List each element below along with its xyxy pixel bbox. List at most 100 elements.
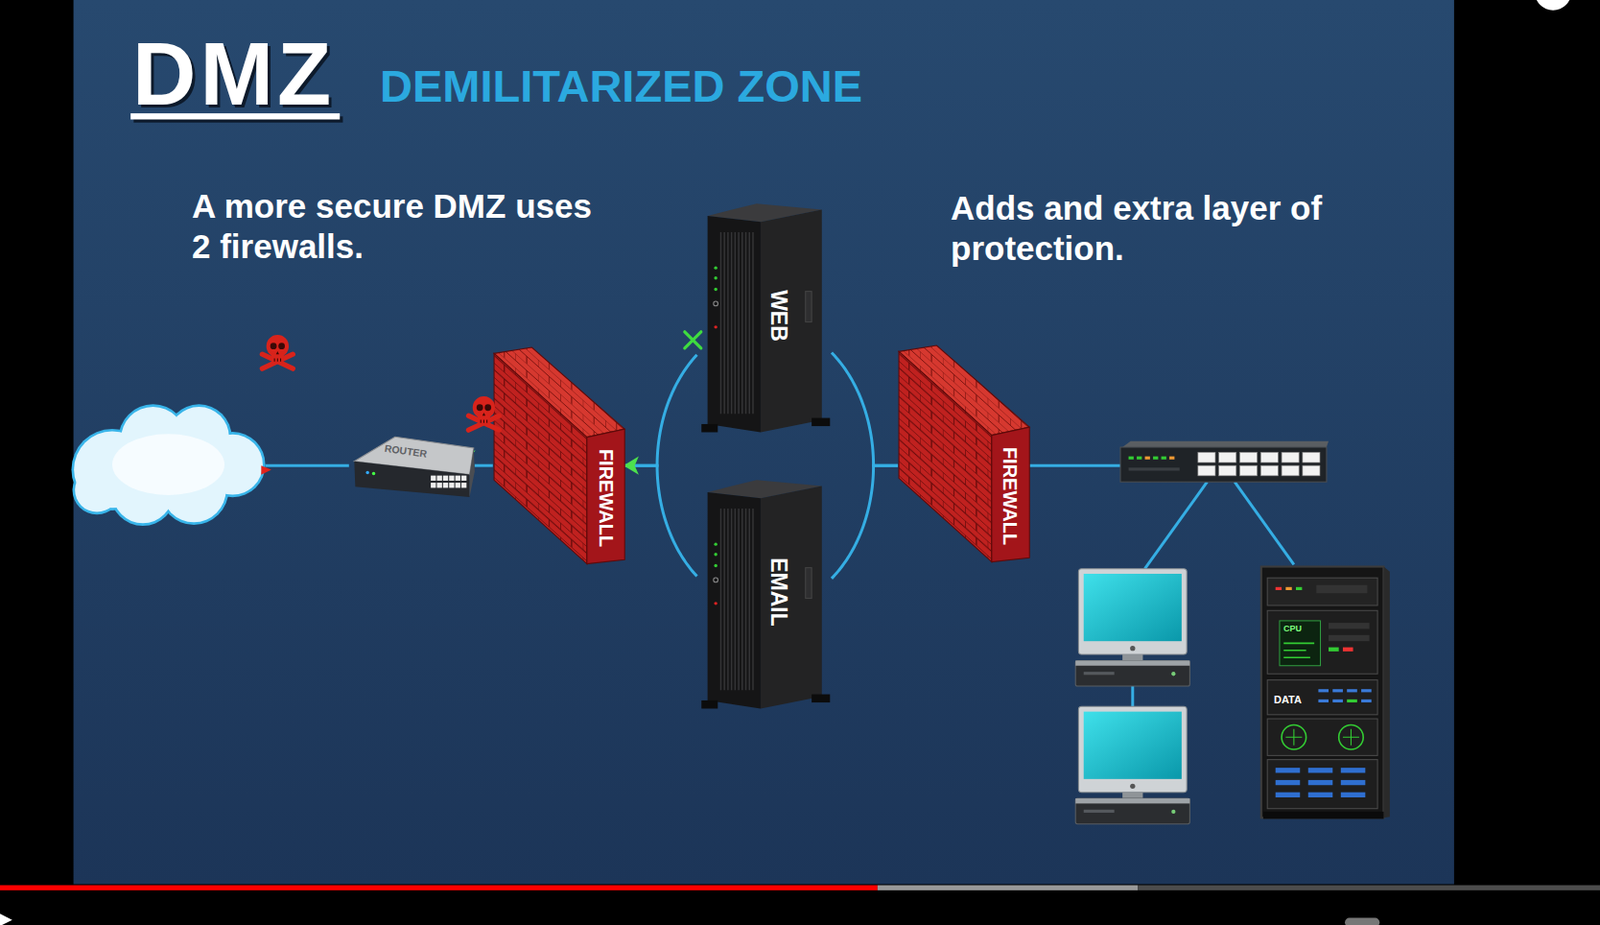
green-x-mark bbox=[684, 331, 702, 349]
node-label: FIREWALL bbox=[596, 448, 616, 547]
skull-icon bbox=[266, 334, 289, 357]
switch-icon bbox=[1281, 451, 1299, 463]
server-rack bbox=[1308, 792, 1334, 798]
network-wire bbox=[1234, 481, 1295, 565]
server-rack bbox=[1316, 585, 1367, 594]
server-rack bbox=[1267, 680, 1378, 715]
skull-icon bbox=[480, 419, 487, 423]
router-box: ROUTER bbox=[349, 433, 475, 500]
firewall-shape bbox=[494, 352, 588, 564]
slide-subtitle: DEMILITARIZED ZONE bbox=[379, 63, 863, 109]
email-server: EMAIL bbox=[697, 477, 832, 711]
router-shape bbox=[365, 470, 369, 474]
skull-icon bbox=[484, 403, 492, 411]
server-shape bbox=[741, 508, 743, 690]
router-shape bbox=[436, 482, 442, 488]
router-shape bbox=[454, 475, 460, 481]
server-shape bbox=[713, 276, 717, 280]
switch-icon bbox=[1219, 451, 1237, 463]
server-rack bbox=[1361, 688, 1372, 692]
switch-icon bbox=[1302, 451, 1320, 463]
server-rack bbox=[1275, 792, 1301, 798]
server-rack bbox=[1267, 610, 1378, 674]
server-shape bbox=[729, 232, 731, 414]
router-shape bbox=[436, 475, 442, 481]
switch-icon bbox=[1198, 451, 1216, 463]
server-shape bbox=[713, 552, 717, 556]
internet-cloud bbox=[74, 468, 119, 513]
server-rack bbox=[1342, 647, 1354, 652]
server-rack bbox=[1261, 566, 1390, 820]
server-shape bbox=[713, 265, 717, 269]
router-shape bbox=[469, 447, 474, 497]
router-shape bbox=[372, 471, 376, 475]
progress-rest bbox=[1137, 885, 1600, 891]
slide-title: DMZ bbox=[132, 29, 335, 118]
router-shape bbox=[443, 482, 448, 488]
server-rack bbox=[1317, 699, 1329, 703]
server-rack bbox=[1383, 566, 1389, 819]
server-shape bbox=[759, 485, 822, 708]
skull-icon bbox=[261, 334, 293, 369]
server-shape bbox=[748, 508, 750, 690]
server-rack bbox=[1332, 688, 1343, 692]
progress-buffered bbox=[877, 885, 1138, 891]
switch-icon bbox=[1239, 451, 1257, 463]
server-rack bbox=[1341, 779, 1366, 785]
server-shape bbox=[727, 508, 729, 690]
server-shape bbox=[733, 232, 735, 414]
packet-marker bbox=[260, 465, 272, 475]
play-icon bbox=[0, 913, 13, 925]
node-label: WEB bbox=[766, 289, 789, 342]
skull-icon bbox=[476, 403, 484, 411]
switch-icon bbox=[1122, 441, 1329, 448]
server-rack bbox=[1285, 587, 1292, 590]
server-shape bbox=[712, 577, 718, 583]
server-shape bbox=[723, 232, 725, 414]
server-rack bbox=[1281, 724, 1307, 750]
slide-note: Adds and extra layer of protection. bbox=[950, 188, 1354, 269]
network-wire bbox=[1028, 464, 1122, 468]
network-connector bbox=[624, 465, 698, 576]
firewall-wall: FIREWALL bbox=[493, 347, 625, 566]
server-shape bbox=[733, 508, 735, 690]
skull-icon bbox=[472, 396, 495, 419]
server-rack bbox=[1285, 729, 1302, 746]
server-shape bbox=[744, 232, 746, 414]
server-rack bbox=[1342, 729, 1360, 746]
server-rack bbox=[1263, 811, 1385, 819]
server-shape bbox=[706, 492, 760, 709]
node-label: FIREWALL bbox=[1000, 447, 1020, 545]
internet-cloud bbox=[70, 403, 265, 526]
computer-icon bbox=[1075, 705, 1190, 824]
network-connector bbox=[831, 465, 898, 579]
skull-icon bbox=[271, 352, 284, 363]
server-shape bbox=[744, 508, 746, 690]
rack-panel-label: DATA bbox=[1273, 694, 1302, 706]
skull-icon bbox=[274, 357, 281, 361]
server-rack bbox=[1308, 779, 1334, 785]
firewall-shape bbox=[991, 426, 1030, 562]
switch-icon bbox=[1136, 456, 1142, 460]
web-server: WEB bbox=[697, 201, 832, 435]
server-rack bbox=[1275, 779, 1301, 785]
switch-icon bbox=[1260, 451, 1278, 463]
router-shape bbox=[430, 482, 436, 488]
slide-note: A more secure DMZ uses 2 firewalls. bbox=[191, 186, 605, 267]
server-shape bbox=[712, 301, 718, 306]
network-connector bbox=[474, 464, 494, 468]
server-shape bbox=[701, 700, 718, 709]
server-shape bbox=[752, 508, 753, 690]
server-shape bbox=[701, 423, 718, 433]
toggle-icon bbox=[1344, 917, 1380, 925]
switch-icon bbox=[1161, 456, 1167, 460]
network-wire bbox=[265, 464, 350, 468]
server-shape bbox=[713, 564, 717, 567]
green-x-mark bbox=[684, 331, 702, 349]
router-shape bbox=[461, 482, 467, 488]
computer-icon bbox=[1075, 568, 1190, 686]
server-rack bbox=[1261, 566, 1385, 819]
server-rack bbox=[1328, 635, 1370, 641]
